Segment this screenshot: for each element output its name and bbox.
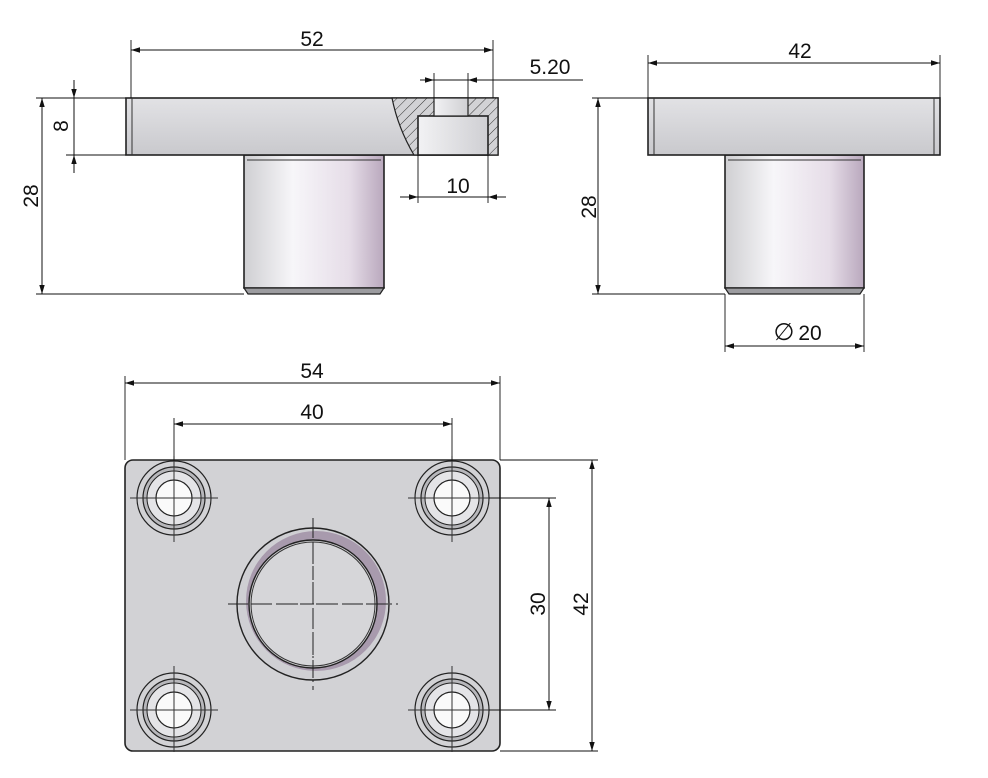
dim-front-width: 52 (300, 28, 323, 51)
front-dimensions: 52 5.20 8 28 10 (20, 28, 583, 295)
hole-bottom-left (130, 666, 218, 752)
hole-top-left (130, 456, 218, 542)
dim-counterbore-width: 10 (446, 175, 469, 198)
dim-top-width: 54 (300, 360, 324, 383)
center-boss (228, 518, 398, 690)
top-dimensions: 54 40 30 42 (124, 360, 598, 752)
dim-side-height: 28 (578, 195, 601, 218)
front-counterbore (417, 115, 489, 156)
dim-front-height: 28 (20, 184, 43, 207)
front-shaft (243, 154, 385, 289)
dim-counterbore-diameter: 5.20 (530, 56, 571, 79)
front-view (125, 97, 499, 295)
side-shaft (724, 154, 865, 289)
dim-hole-spacing-y: 30 (527, 592, 550, 615)
dim-shaft-diameter: 20 (798, 322, 821, 345)
front-shaft-chamfer (242, 287, 386, 295)
dim-top-height: 42 (570, 592, 593, 615)
side-flange (647, 97, 941, 156)
side-dimensions: 42 28 ∅ 20 (578, 40, 941, 352)
hole-top-right (408, 456, 496, 542)
side-shaft-chamfer (723, 287, 866, 295)
dim-hole-spacing-x: 40 (300, 401, 323, 424)
side-view (647, 97, 941, 295)
dim-flange-thickness: 8 (50, 120, 73, 132)
hole-bottom-right (408, 666, 496, 752)
dim-side-width: 42 (788, 40, 811, 63)
top-view (124, 456, 501, 752)
diameter-symbol: ∅ (774, 319, 795, 346)
front-through-hole (433, 97, 469, 117)
